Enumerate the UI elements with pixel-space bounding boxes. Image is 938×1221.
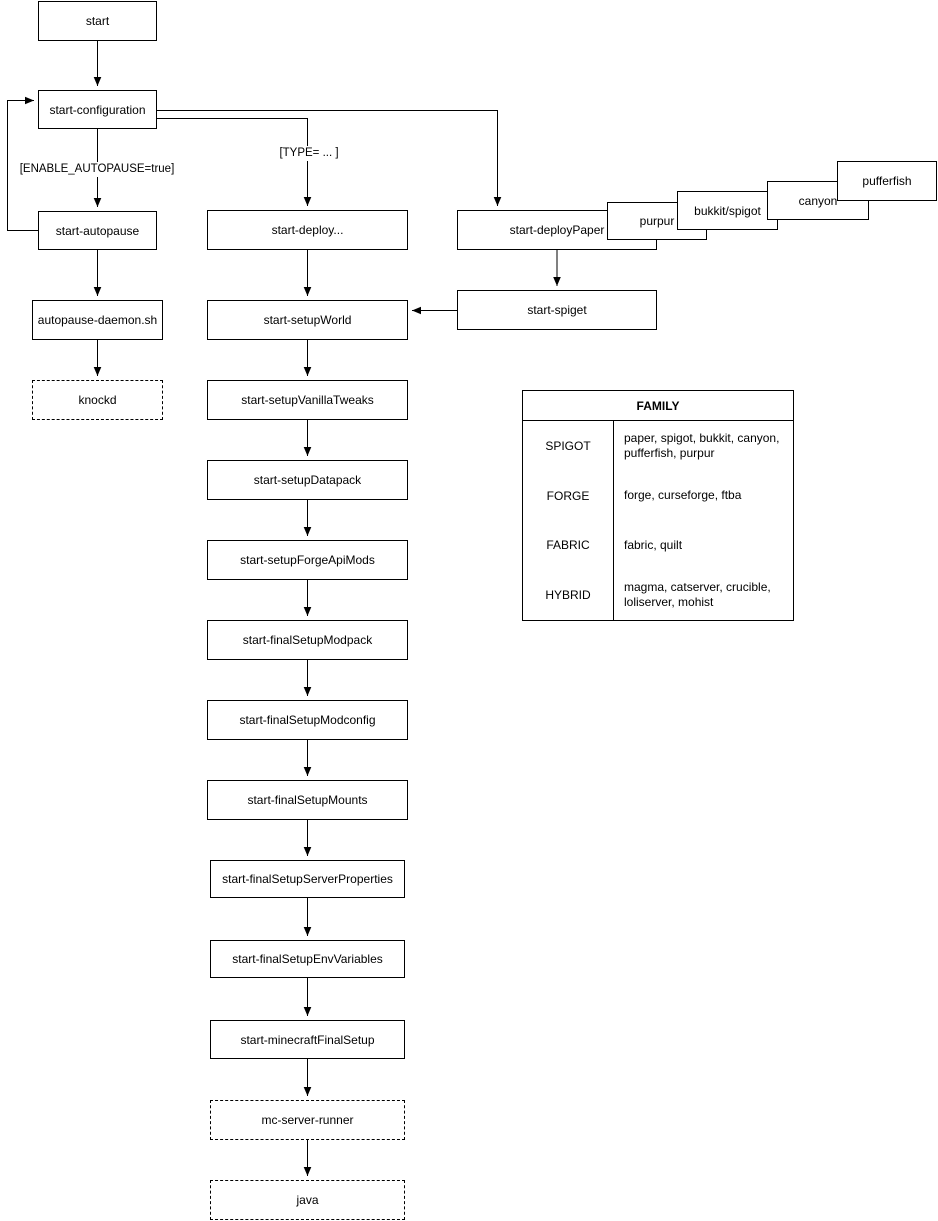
node-autopause-daemon-sh[interactable]: autopause-daemon.sh: [32, 300, 163, 340]
node-start-finalsetupmodpack[interactable]: start-finalSetupModpack: [207, 620, 408, 660]
family-members: magma, catserver, crucible, loliserver, …: [624, 580, 771, 610]
node-start-configuration[interactable]: start-configuration: [38, 90, 157, 129]
family-members: forge, curseforge, ftba: [624, 488, 742, 503]
node-start-finalsetupserverproperties[interactable]: start-finalSetupServerProperties: [210, 860, 405, 898]
node-start-minecraftfinalsetup[interactable]: start-minecraftFinalSetup: [210, 1020, 405, 1059]
edge-configuration-to-deploypaper: [157, 110, 502, 206]
table-row: SPIGOT paper, spigot, bukkit, canyon, pu…: [523, 421, 793, 471]
node-start[interactable]: start: [38, 1, 157, 41]
family-table-body: SPIGOT paper, spigot, bukkit, canyon, pu…: [523, 421, 793, 620]
node-start-finalsetupmounts[interactable]: start-finalSetupMounts: [207, 780, 408, 820]
node-mc-server-runner[interactable]: mc-server-runner: [210, 1100, 405, 1140]
node-start-finalsetupenvvariables[interactable]: start-finalSetupEnvVariables: [210, 940, 405, 978]
node-start-setupforgeapimods[interactable]: start-setupForgeApiMods: [207, 540, 408, 580]
family-table-title: FAMILY: [523, 391, 793, 421]
family-name: FORGE: [523, 470, 614, 521]
table-row: FABRIC fabric, quilt: [523, 520, 793, 571]
node-start-autopause[interactable]: start-autopause: [38, 211, 157, 250]
family-members: paper, spigot, bukkit, canyon, pufferfis…: [624, 430, 780, 460]
node-start-setupworld[interactable]: start-setupWorld: [207, 300, 408, 340]
node-start-finalsetupmodconfig[interactable]: start-finalSetupModconfig: [207, 700, 408, 740]
edge-label-enable-autopause: [ENABLE_AUTOPAUSE=true]: [14, 162, 180, 177]
node-knockd[interactable]: knockd: [32, 380, 163, 420]
family-name: FABRIC: [523, 520, 614, 571]
node-bukkit-spigot[interactable]: bukkit/spigot: [677, 191, 778, 230]
edge-configuration-to-deploy: [157, 118, 312, 206]
node-java[interactable]: java: [210, 1180, 405, 1220]
table-row: HYBRID magma, catserver, crucible, lolis…: [523, 570, 793, 620]
edge-label-type-branch: [TYPE= ... ]: [266, 146, 352, 161]
family-name: HYBRID: [523, 570, 614, 620]
family-name: SPIGOT: [523, 421, 614, 471]
node-start-spiget[interactable]: start-spiget: [457, 290, 657, 330]
node-start-deploy[interactable]: start-deploy...: [207, 210, 408, 250]
node-start-setupvanillatweaks[interactable]: start-setupVanillaTweaks: [207, 380, 408, 420]
family-members: fabric, quilt: [624, 537, 683, 552]
node-pufferfish[interactable]: pufferfish: [837, 161, 937, 201]
family-table[interactable]: FAMILY SPIGOT paper, spigot, bukkit, can…: [522, 390, 794, 621]
node-start-setupdatapack[interactable]: start-setupDatapack: [207, 460, 408, 500]
table-row: FORGE forge, curseforge, ftba: [523, 470, 793, 521]
edge-autopause-loop-to-configuration: [7, 96, 38, 231]
